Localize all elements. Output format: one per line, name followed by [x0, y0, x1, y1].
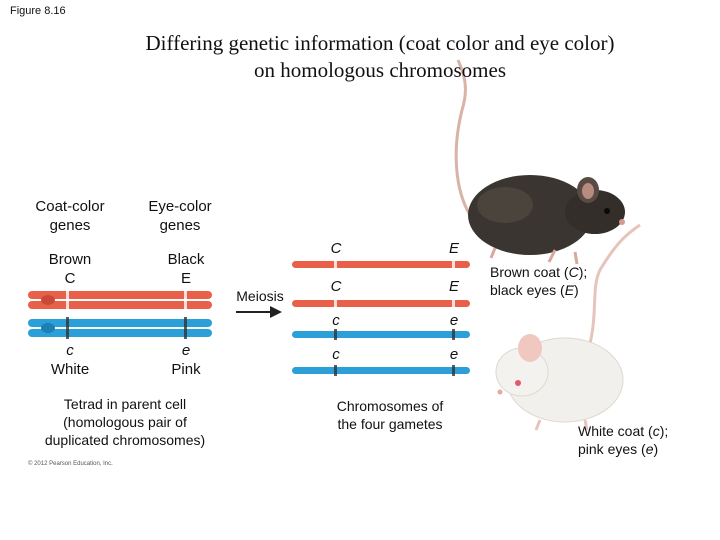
gamete-chromosome-1	[292, 261, 470, 268]
figure-title-line-1: Differing genetic information (coat colo…	[145, 31, 615, 55]
gamete-3-eye-allele: e	[449, 312, 459, 329]
brown-mouse-caption: Brown coat (C); black eyes (E)	[490, 264, 588, 298]
right-arrow-icon	[236, 306, 282, 318]
gamete-chromosome-3	[292, 331, 470, 338]
blue-homolog	[28, 317, 212, 339]
gamete-4-eye-allele: e	[449, 346, 459, 363]
brown-mouse-icon	[454, 59, 625, 265]
gamete-3-coat-allele: c	[332, 312, 340, 329]
white-allele-label: c White	[50, 342, 90, 378]
meiosis-label: Meiosis	[236, 288, 284, 304]
gamete-chromosome-4	[292, 367, 470, 374]
gamete-4-coat-allele: c	[332, 346, 340, 363]
eye-color-header: Eye-color genes	[148, 198, 212, 234]
gamete-2-eye-allele: E	[448, 278, 459, 295]
figure-title: Differing genetic information (coat colo…	[0, 30, 720, 84]
brown-allele-label: Brown C	[48, 251, 92, 287]
coat-color-header: Coat-color genes	[35, 198, 105, 234]
gamete-1-coat-allele: C	[330, 240, 342, 257]
figure-title-line-2: on homologous chromosomes	[254, 58, 506, 82]
gamete-1-eye-allele: E	[448, 240, 459, 257]
black-allele-label: Black E	[167, 251, 205, 287]
copyright-text: © 2012 Pearson Education, Inc.	[28, 461, 113, 467]
pink-allele-label: e Pink	[171, 342, 201, 378]
gametes-caption: Chromosomes of the four gametes	[336, 398, 444, 432]
red-homolog	[28, 289, 212, 311]
gamete-2-coat-allele: C	[330, 278, 342, 295]
white-mouse-caption: White coat (c); pink eyes (e)	[578, 423, 669, 457]
tetrad-caption: Tetrad in parent cell (homologous pair o…	[44, 396, 206, 448]
figure-label: Figure 8.16	[10, 5, 66, 17]
white-mouse-icon	[495, 223, 641, 431]
gamete-chromosome-2	[292, 300, 470, 307]
